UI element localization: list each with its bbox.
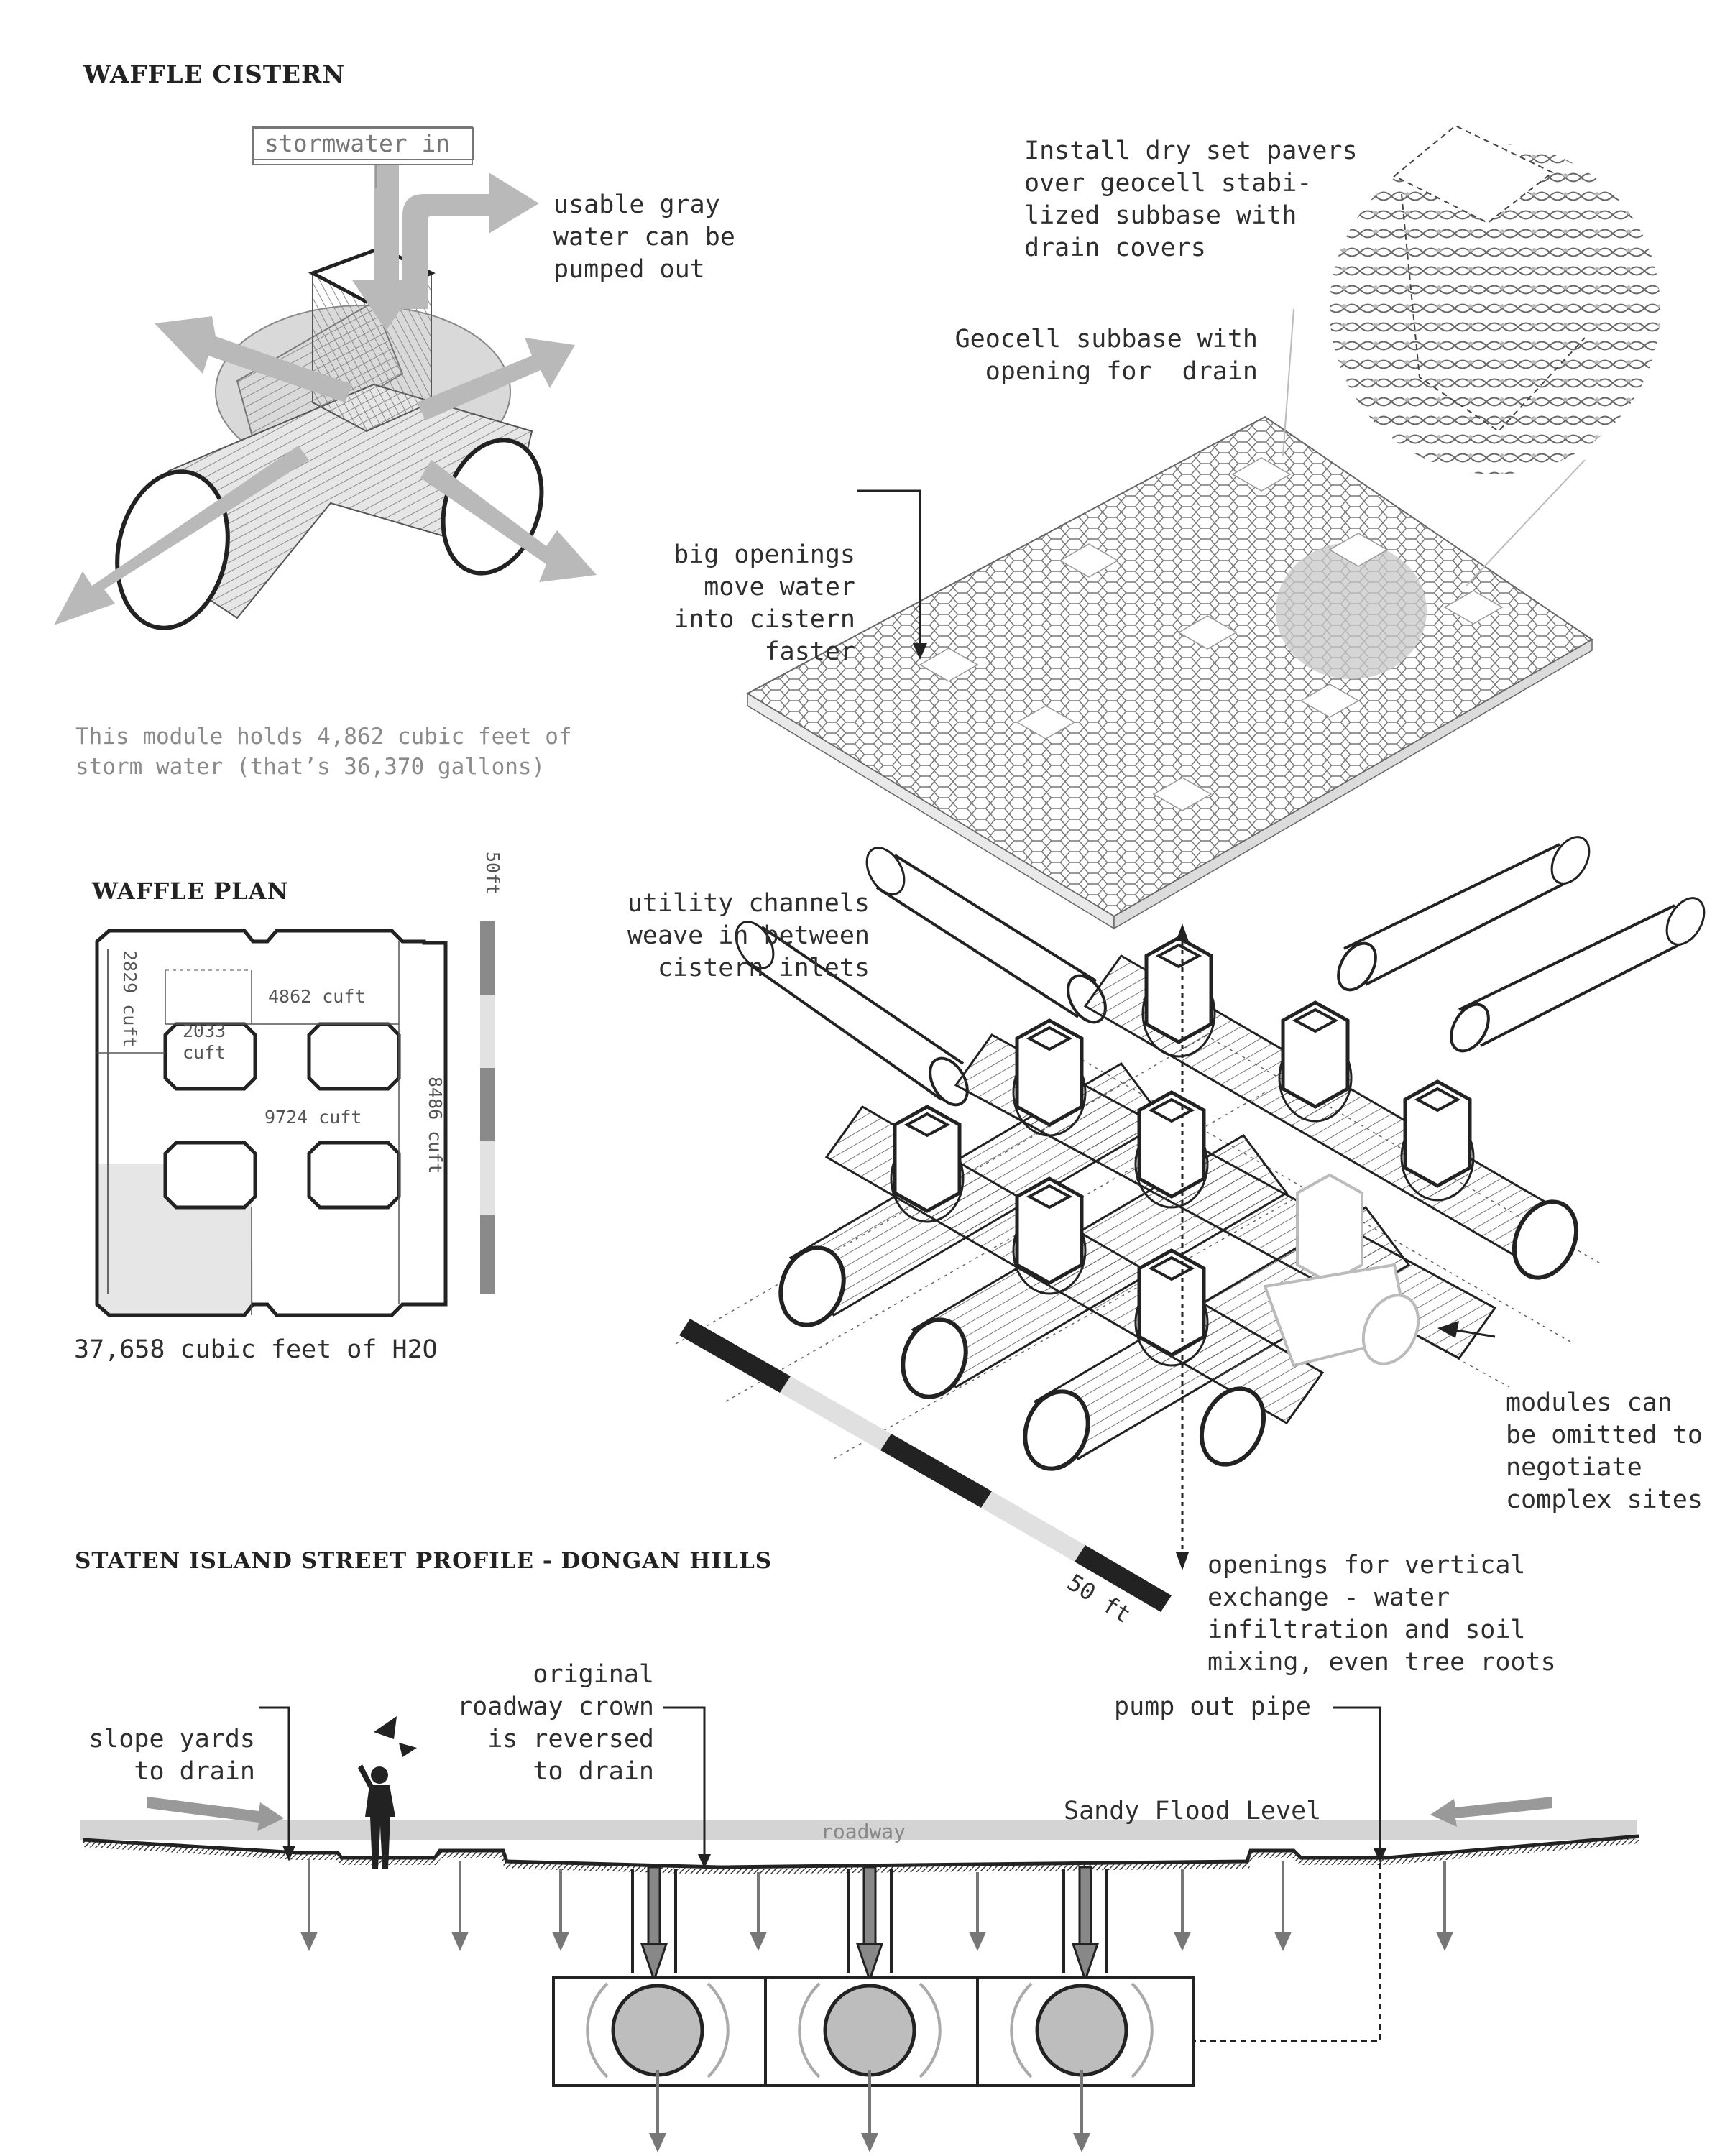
- street-profile-drawing: [80, 1706, 1639, 2152]
- stormwater-in-label: stormwater in: [253, 127, 474, 160]
- omitted-module: [1263, 1173, 1420, 1368]
- plan-cell-8486: 8486 cuft: [425, 1077, 446, 1174]
- flow-arrows: [54, 158, 597, 625]
- geocell-drawing: [745, 124, 1660, 930]
- plan-cell-4862: 4862 cuft: [268, 986, 366, 1007]
- module-scale-bar: [679, 1319, 1172, 1612]
- waffle-plan-drawing: [95, 921, 494, 1317]
- sandy-flood-level-label: Sandy Flood Level: [1064, 1797, 1322, 1825]
- person-figure: [358, 1716, 417, 1869]
- roadway-label: roadway: [821, 1820, 906, 1843]
- pump-out-pipe-label: pump out pipe: [1114, 1692, 1311, 1721]
- plan-cell-2829: 2829 cuft: [119, 950, 140, 1048]
- plan-total: 37,658 cubic feet of H2O: [74, 1335, 438, 1364]
- modules-drawing: [675, 836, 1706, 1612]
- plan-title: WAFFLE PLAN: [92, 877, 289, 905]
- profile-title: STATEN ISLAND STREET PROFILE - DONGAN HI…: [75, 1548, 773, 1574]
- waffle-cistern-drawing: [54, 126, 597, 630]
- cistern-title: WAFFLE CISTERN: [83, 60, 346, 89]
- plan-cell-9724: 9724 cuft: [264, 1107, 362, 1128]
- plan-scale-label: 50ft: [482, 852, 503, 895]
- utility-channels: [735, 836, 1706, 1107]
- cistern-risers: [893, 936, 1472, 1357]
